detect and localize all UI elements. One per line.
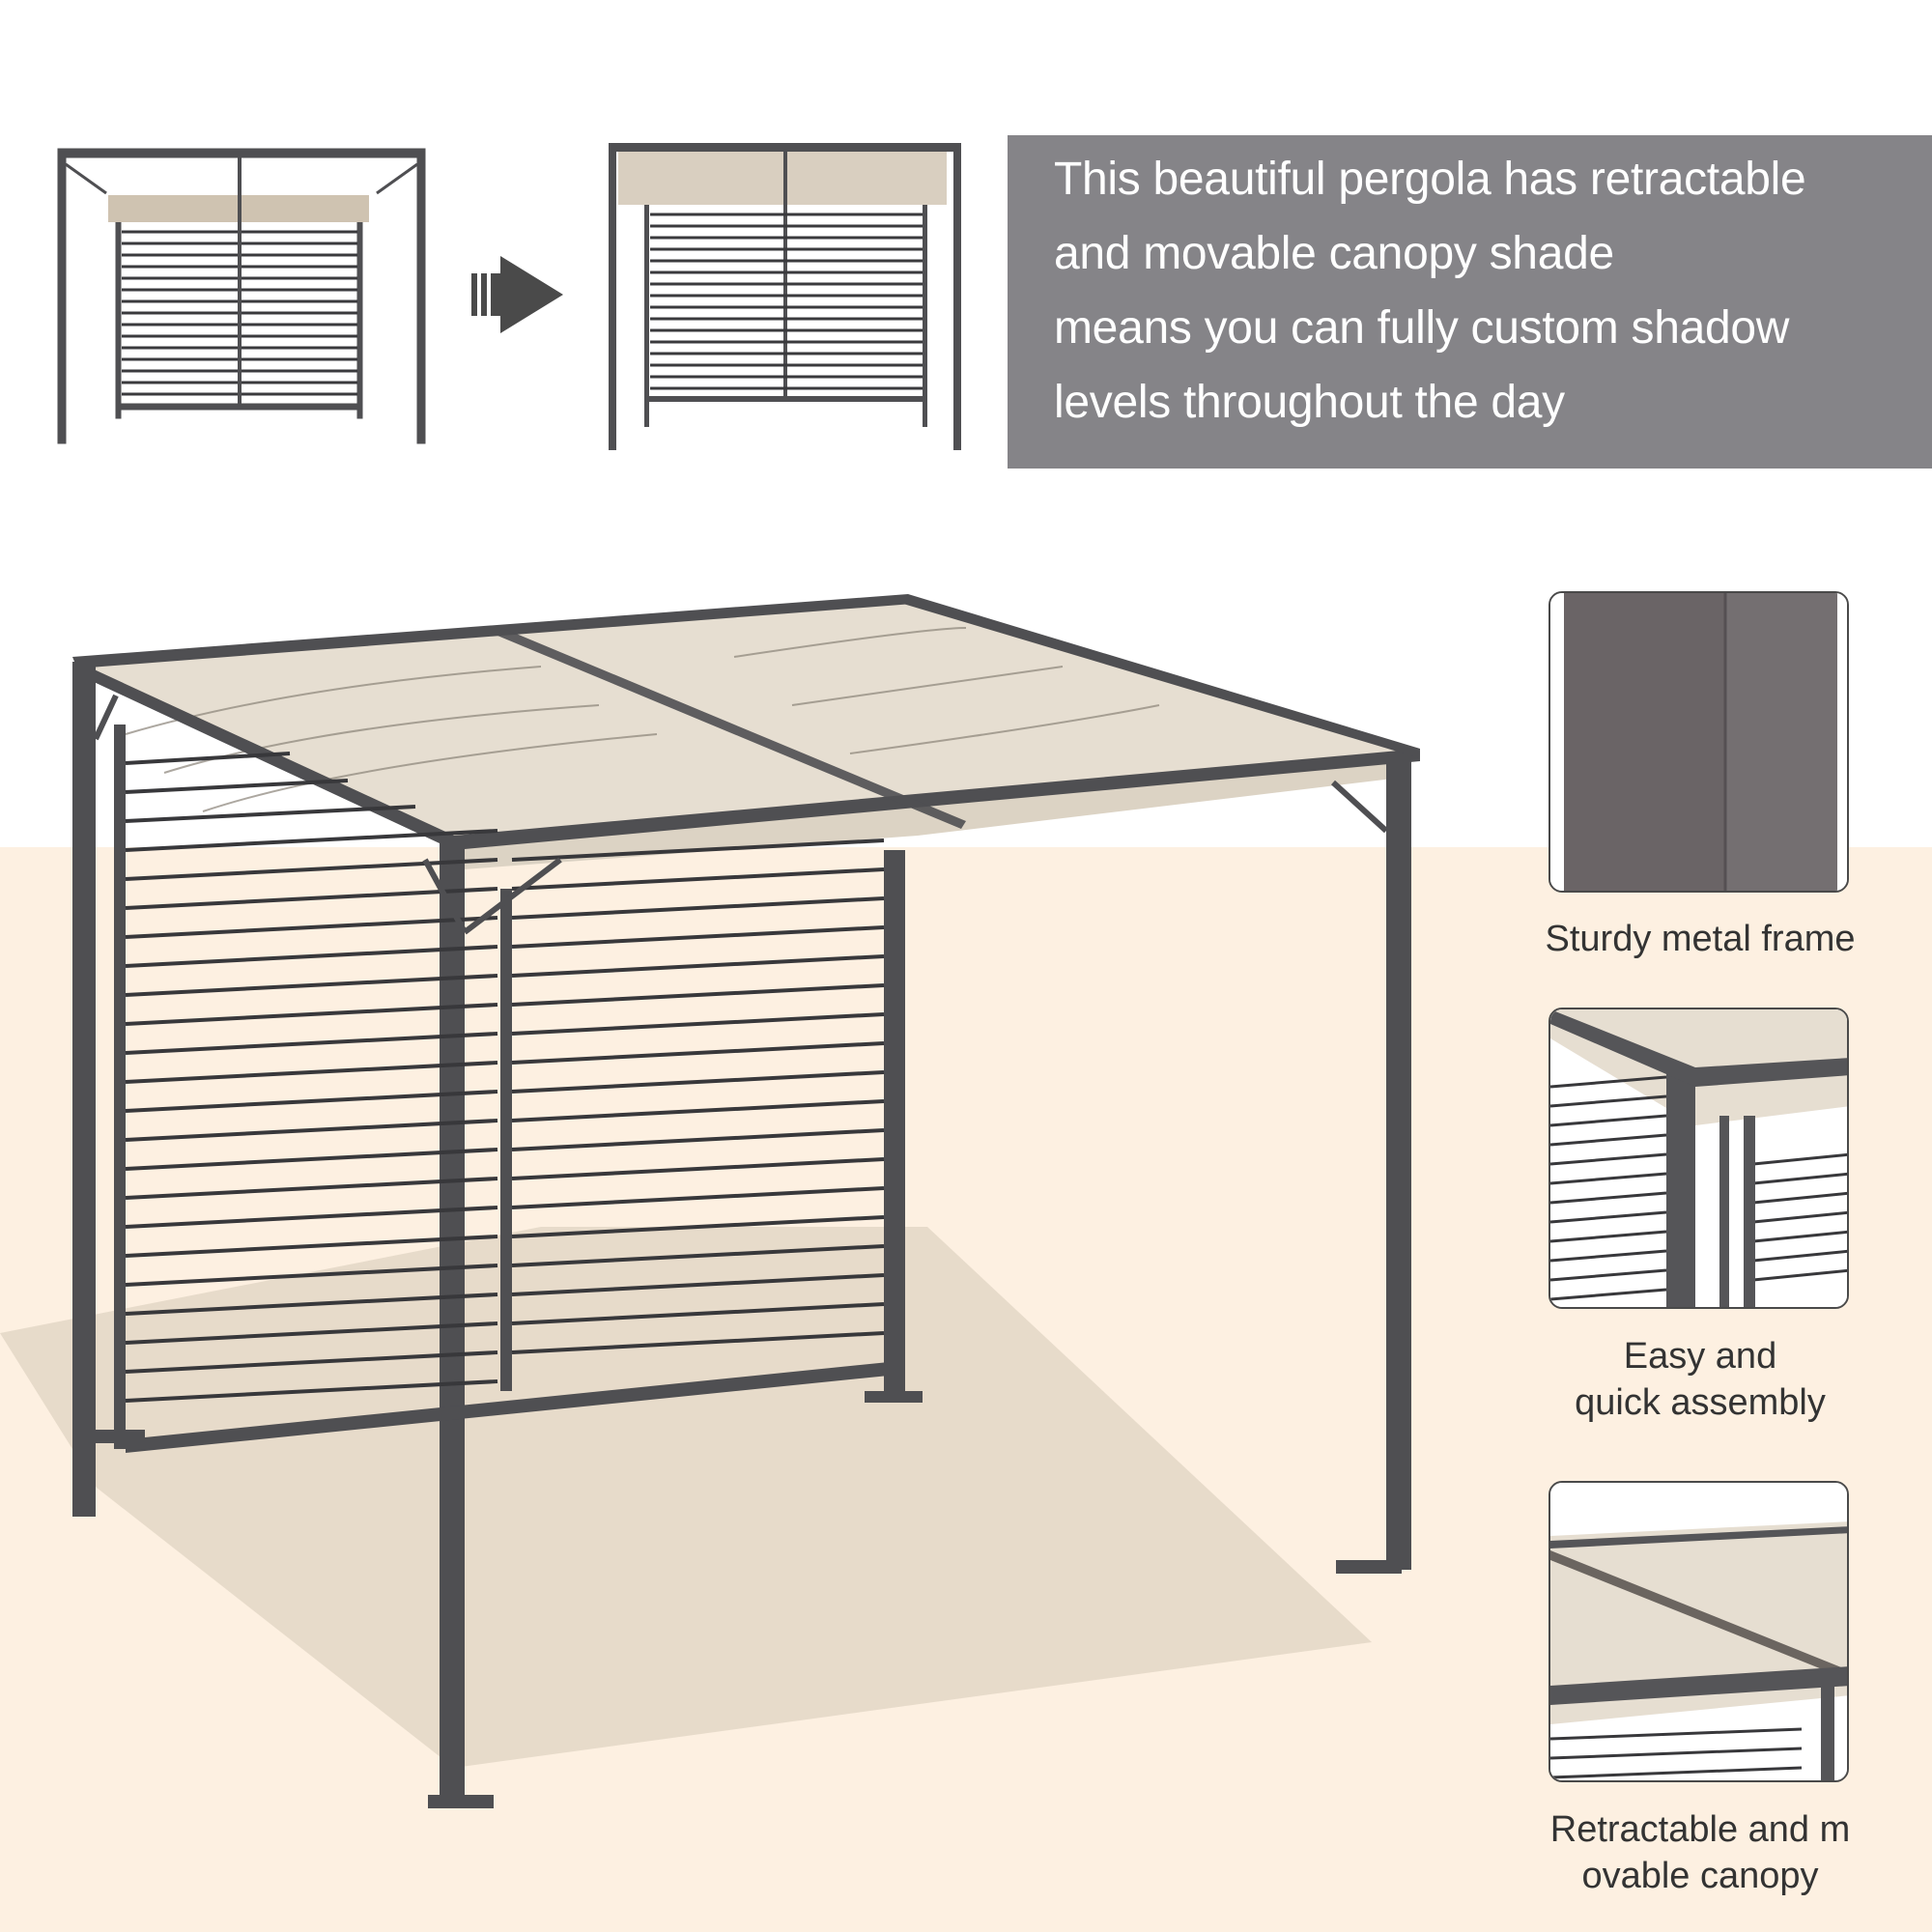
feature-caption-canopy: Retractable and m ovable canopy: [1549, 1809, 1851, 1896]
main-pergola-illustration: [72, 594, 1420, 1808]
canopy-closeup-image: [1550, 1483, 1847, 1780]
extended-canopy-pergola-image: [609, 143, 961, 450]
feature-caption-assembly: Easy and quick assembly: [1575, 1336, 1826, 1423]
description-line-2: and movable canopy shade: [1054, 228, 1614, 279]
feature-card-metal-frame: [1548, 591, 1849, 893]
feature-card-canopy: [1548, 1481, 1849, 1782]
feature-caption-metal-frame: Sturdy metal frame: [1545, 919, 1856, 959]
description-line-3: means you can fully custom shadow: [1054, 302, 1790, 354]
feature-card-assembly: [1548, 1008, 1849, 1309]
description-line-4: levels throughout the day: [1054, 377, 1565, 428]
description-panel: This beautiful pergola has retractable a…: [1008, 135, 1932, 469]
corner-joint-closeup-image: [1550, 1009, 1847, 1307]
right-arrow-icon: [471, 256, 563, 333]
metal-texture-closeup-image: [1550, 593, 1847, 891]
description-line-1: This beautiful pergola has retractable: [1054, 154, 1806, 205]
retracted-canopy-pergola-image: [57, 148, 426, 444]
